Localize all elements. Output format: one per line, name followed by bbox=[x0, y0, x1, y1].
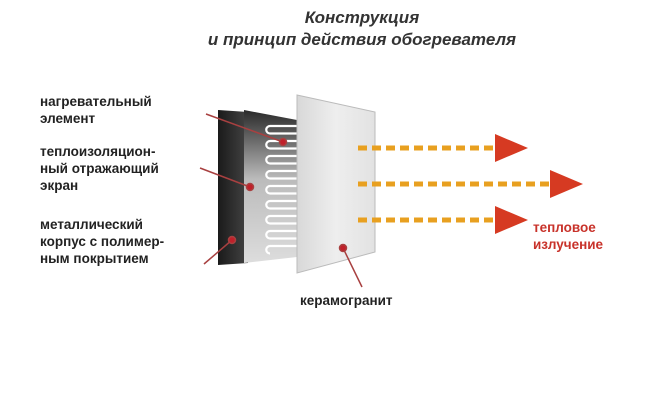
arrow-head bbox=[550, 170, 583, 198]
pointers bbox=[199, 113, 363, 288]
label-line: металлический bbox=[40, 217, 143, 232]
coil-path bbox=[265, 124, 302, 255]
heat-arrows bbox=[358, 134, 583, 234]
label-line: ным покрытием bbox=[40, 251, 149, 266]
label-line: ный отражающий bbox=[40, 161, 159, 176]
label-metal-case: металлический корпус с полимер- ным покр… bbox=[40, 216, 164, 267]
label-line: корпус с полимер- bbox=[40, 234, 165, 249]
ceramic-plate bbox=[296, 94, 376, 274]
label-heat-radiation: тепловое излучение bbox=[533, 219, 603, 253]
title-line-2: и принцип действия обогревателя bbox=[207, 30, 517, 49]
metal-case-plate bbox=[218, 110, 248, 265]
label-ceramic: керамогранит bbox=[300, 293, 393, 308]
heating-coil bbox=[265, 124, 302, 255]
label-heating-element: нагревательный элемент bbox=[40, 93, 152, 127]
arrow-head bbox=[495, 206, 528, 234]
label-line: теплоизоляцион- bbox=[40, 144, 156, 159]
label-line: тепловое bbox=[533, 220, 596, 235]
label-line: экран bbox=[40, 178, 79, 193]
label-line: излучение bbox=[533, 237, 604, 252]
title-line-1: Конструкция bbox=[304, 8, 420, 27]
arrow-head bbox=[495, 134, 528, 162]
label-line: элемент bbox=[40, 111, 96, 126]
label-reflective-screen: теплоизоляцион- ный отражающий экран bbox=[40, 143, 159, 194]
label-line: нагревательный bbox=[40, 94, 152, 109]
